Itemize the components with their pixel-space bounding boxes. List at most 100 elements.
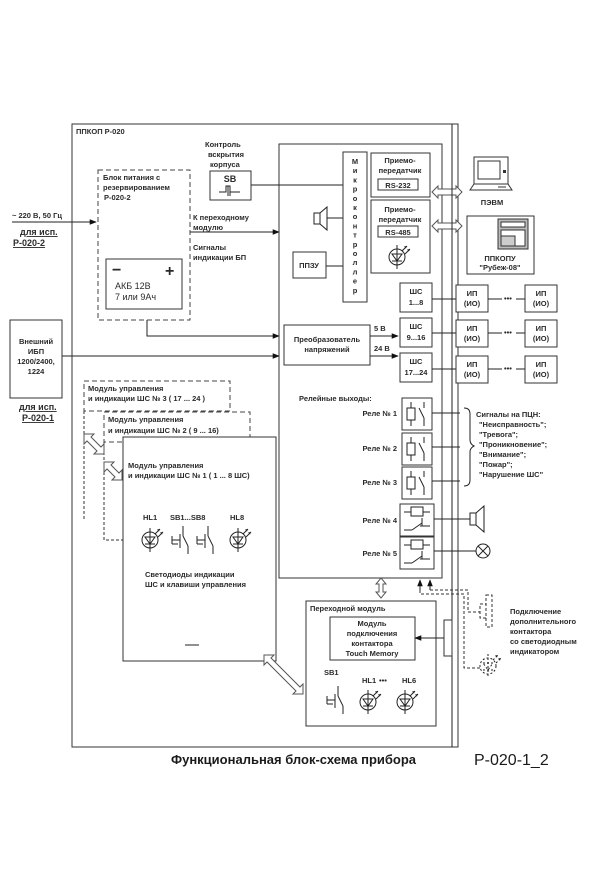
panel-icon [497,218,529,250]
module-1-line-2: и индикации ШС № 1 ( 1 ... 8 ШС) [128,471,250,480]
tamper-line-3: корпуса [210,160,241,169]
pcn-signal-item: "Проникновение"; [479,440,547,449]
panel-label-2: "Рубеж-08" [479,263,521,272]
extra-contactor-line: дополнительного [510,617,577,626]
tamper-line-2: вскрытия [208,150,244,159]
extra-contactor-line: контактора [510,627,552,636]
pcn-signal-item: "Неисправность"; [479,420,546,429]
relay-label: Реле № 3 [362,478,397,487]
control-module-3 [83,380,231,412]
extra-contactor-icon [479,594,493,628]
module-hl8-label: HL8 [230,513,244,522]
detector-first [455,355,489,384]
microcontroller-letter: т [353,231,357,240]
loop-group-3: ШС 17...24 ИП (ИО) ••• ИП (ИО) [399,352,558,384]
detector-last [524,355,558,384]
relay-3: Реле № 3 [362,466,460,500]
ups-line-1: Внешний [19,337,54,346]
tm-line-4: Touch Memory [346,649,400,658]
detector-last [524,284,558,313]
transition-hl6-label: HL6 [402,676,416,685]
extra-contactor-line: индикатором [510,647,560,656]
psu-line-2: резервированием [103,183,170,192]
detector-type: (ИО) [464,334,481,343]
detector-type: (ИО) [464,299,481,308]
psu-signals-line-1: Сигналы [193,243,226,252]
detector-last [524,319,558,348]
detector-type: (ИО) [533,370,550,379]
battery-capacity: 7 или 9Ач [115,292,156,302]
device-label: ППКОП Р-020 [76,127,125,136]
ups-line-3: 1200/2400, [17,357,55,366]
battery [105,258,183,310]
converter-24v-label: 24 В [374,344,390,353]
relay-4: Реле № 4 [362,503,470,537]
psu-line-1: Блок питания с [103,173,160,182]
lamp-icon [475,543,491,559]
microcontroller [342,151,368,303]
pcn-signal-item: "Нарушение ШС" [479,470,544,479]
ups-variant-label: Р-020-1 [22,413,54,423]
ac-variant-label: Р-020-2 [13,238,45,248]
battery-plus: + [165,263,174,280]
microcontroller-letter: к [353,175,357,184]
module-2-line-1: Модуль управления [108,415,183,424]
psu-signals-line-2: индикации БП [193,253,246,262]
relay-label: Реле № 2 [362,444,397,453]
module-hl1-label: HL1 [143,513,157,522]
signals-brace [463,407,476,487]
detector-first [455,284,489,313]
loop-label: ШС [410,357,424,366]
tm-line-2: подключения [347,629,398,638]
module-2-line-2: и индикации ШС № 2 ( 9 ... 16) [108,426,219,435]
ups-line-2: ИБП [28,347,44,356]
microcontroller-letter: к [353,203,357,212]
tm-line-1: Модуль [357,619,386,628]
loop-box [399,282,433,313]
extra-contactor-wire [430,589,480,613]
pcn-signal-item: "Тревога"; [479,430,518,439]
converter-5v-label: 5 В [374,324,386,333]
pc-icon [469,156,513,191]
relay-label: Реле № 4 [362,516,397,525]
microcontroller-letter: н [353,221,358,230]
siren-icon [469,504,485,534]
panel-label-1: ППКОПУ [484,254,516,263]
extra-contactor-line: Подключение [510,607,561,616]
detector-ellipsis: ••• [504,364,512,373]
loop-range: 9...16 [407,333,426,342]
microcontroller-letter: е [353,277,357,286]
microcontroller-letter: о [353,212,358,221]
transition-sb1-label: SB1 [324,668,339,677]
to-transition-line-2: модулю [193,223,224,232]
pcn-signal-item: "Пожар"; [479,460,513,469]
module-caption-line-1: Светодиоды индикации [145,570,235,579]
transition-dots: ••• [379,676,387,685]
module-sb-range-label: SB1...SB8 [170,513,205,522]
module-caption-line-2: ШС и клавиши управления [145,580,246,589]
detector-label: ИП [467,360,478,369]
touch-memory-module [329,616,416,661]
ac-input-label: ~ 220 В, 50 Гц [12,211,62,220]
loop-group-1: ШС 1...8 ИП (ИО) ••• ИП (ИО) [399,282,558,313]
psu-line-3: Р-020-2 [104,193,131,202]
tamper-switch-icon [219,185,240,196]
microcontroller-letter: М [352,157,358,166]
module-3-link-arrow [83,433,105,455]
extra-led-icon [479,653,502,679]
module-1-line-1: Модуль управления [128,461,203,470]
rs232-iface-label: RS-232 [385,181,410,190]
to-transition-line-1: К переходному [193,213,250,222]
module-1-link-arrow [263,654,304,695]
detector-type: (ИО) [533,299,550,308]
pcn-header: Сигналы на ПЦН: [476,410,541,419]
detector-label: ИП [536,289,547,298]
detector-type: (ИО) [533,334,550,343]
microcontroller-letter: р [353,185,358,194]
rs485-iface-label: RS-485 [385,228,410,237]
diagram-title: Функциональная блок-схема прибора [171,752,417,767]
microcontroller-letter: о [353,249,358,258]
ac-for-label: для исп. [20,227,58,237]
microcontroller-letter: р [353,240,358,249]
